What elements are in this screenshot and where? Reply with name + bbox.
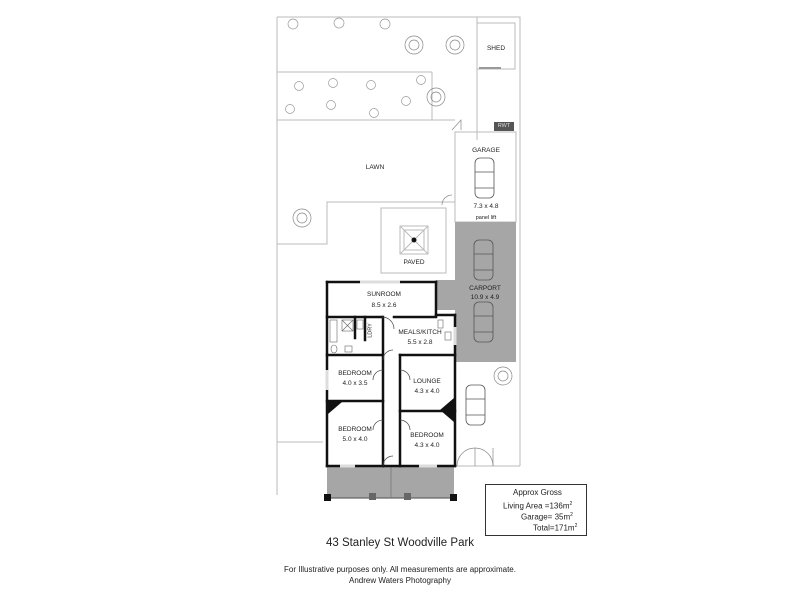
bedroom1-label: BEDROOM: [338, 370, 372, 377]
bedroom2-dims: 5.0 x 4.0: [342, 436, 368, 443]
garage-dims: 7.3 x 4.8: [473, 203, 499, 210]
sunroom-dims: 8.5 x 2.6: [371, 302, 397, 309]
meals-kitch-dims: 5.5 x 2.8: [407, 339, 433, 346]
meals-kitch-label: MEALS/KITCH: [398, 329, 442, 336]
bedroom3-dims: 4.3 x 4.0: [414, 442, 440, 449]
rwt-label: RWT: [494, 122, 514, 131]
bedroom3-label: BEDROOM: [410, 432, 444, 439]
lounge-dims: 4.3 x 4.0: [414, 388, 440, 395]
photographer-credit: Andrew Waters Photography: [349, 576, 451, 585]
carport-dims: 10.9 x 4.9: [470, 294, 500, 301]
lounge-label: LOUNGE: [413, 378, 441, 385]
garage-label: GARAGE: [472, 147, 500, 154]
gross-area-box: Approx Gross Living Area =136m2 Garage= …: [485, 484, 587, 536]
sunroom-label: SUNROOM: [367, 291, 401, 298]
address-title: 43 Stanley St Woodville Park: [325, 537, 475, 549]
carport-label: CARPORT: [469, 285, 501, 292]
ldry-label: LDRY: [367, 323, 374, 338]
gross-total: Total=171m2: [533, 523, 578, 533]
garage-note: panel lift: [475, 215, 497, 221]
lawn-label: LAWN: [365, 164, 385, 171]
shed-label: SHED: [486, 45, 506, 52]
gross-living: Living Area =136m2: [503, 501, 573, 511]
disclaimer: For Illustrative purposes only. All meas…: [284, 565, 516, 574]
gross-garage: Garage= 35m2: [521, 512, 573, 522]
bedroom2-label: BEDROOM: [338, 426, 372, 433]
paved-label: PAVED: [403, 259, 425, 266]
bedroom1-dims: 4.0 x 3.5: [342, 380, 368, 387]
gross-heading: Approx Gross: [513, 488, 562, 497]
